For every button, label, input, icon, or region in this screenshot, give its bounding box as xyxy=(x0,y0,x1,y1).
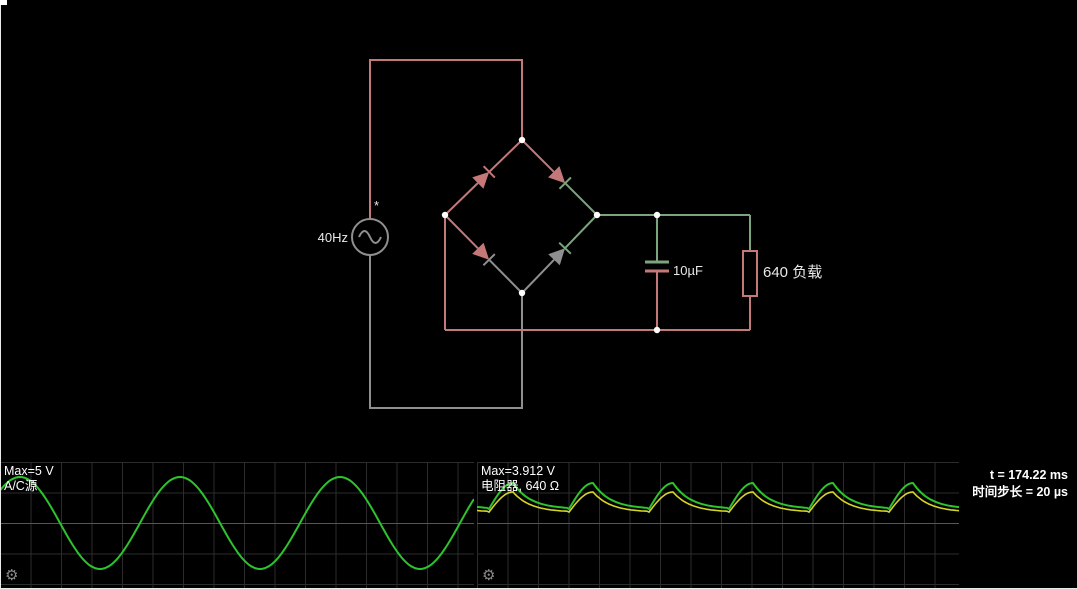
scope-pane-ac-source[interactable]: Max=5 V A/C源 ⚙ xyxy=(0,462,474,589)
load-resistor[interactable] xyxy=(742,215,758,330)
load-value-label: 640 负载 xyxy=(763,264,822,281)
scope-divider xyxy=(474,462,477,589)
scope-title-resistor: Max=3.912 V 电阻器, 640 Ω xyxy=(481,464,559,494)
circuit-canvas[interactable]: 40Hz * xyxy=(0,0,1077,462)
ac-source[interactable] xyxy=(351,218,389,256)
scope-waveform-canvas-source xyxy=(0,462,474,589)
diode-bridge-upper-right[interactable] xyxy=(521,139,598,216)
simulation-time-label: t = 174.22 ms xyxy=(989,468,1068,482)
junction-dots xyxy=(441,136,661,334)
window-border-left xyxy=(0,0,1,589)
wire-source-to-bridge-bottom[interactable] xyxy=(369,255,523,409)
wire-dc-negative-rail[interactable] xyxy=(444,215,750,331)
simulation-timestep-label: 时间步长 = 20 µs xyxy=(972,485,1068,499)
scope-pane-resistor[interactable]: Max=3.912 V 电阻器, 640 Ω ⚙ xyxy=(477,462,959,589)
scope-strip: Max=5 V A/C源 ⚙ Max=3.912 V 电阻器, 640 Ω ⚙ … xyxy=(0,462,1077,589)
diode-triangle-icon xyxy=(548,166,566,184)
diode-bridge-lower-left[interactable] xyxy=(444,214,523,294)
scope-waveform-canvas-resistor xyxy=(477,462,959,589)
diode-triangle-icon xyxy=(548,248,565,266)
wire-source-to-bridge-top[interactable] xyxy=(369,59,523,219)
filter-capacitor[interactable] xyxy=(645,215,669,330)
scope-settings-gear-icon[interactable]: ⚙ xyxy=(5,567,19,584)
scope-max-label: Max=3.912 V xyxy=(481,464,556,478)
capacitor-value-label: 10µF xyxy=(673,263,703,278)
scope-settings-gear-icon[interactable]: ⚙ xyxy=(482,567,496,584)
source-terminal-mark: * xyxy=(374,198,379,213)
sine-symbol-icon xyxy=(358,230,382,244)
diode-bridge-upper-left[interactable] xyxy=(444,139,523,216)
scope-title-source: Max=5 V A/C源 xyxy=(4,464,54,494)
scope-component-label: 电阻器, 640 Ω xyxy=(481,479,560,493)
diode-bridge-lower-right[interactable] xyxy=(521,214,598,294)
window-corner xyxy=(0,0,7,5)
source-frequency-label: 40Hz xyxy=(318,230,348,245)
simulation-info: t = 174.22 ms 时间步长 = 20 µs xyxy=(959,462,1077,589)
scope-max-label: Max=5 V xyxy=(4,464,54,478)
scope-component-label: A/C源 xyxy=(4,479,38,493)
diode-triangle-icon xyxy=(472,242,490,260)
diode-triangle-icon xyxy=(472,171,490,189)
